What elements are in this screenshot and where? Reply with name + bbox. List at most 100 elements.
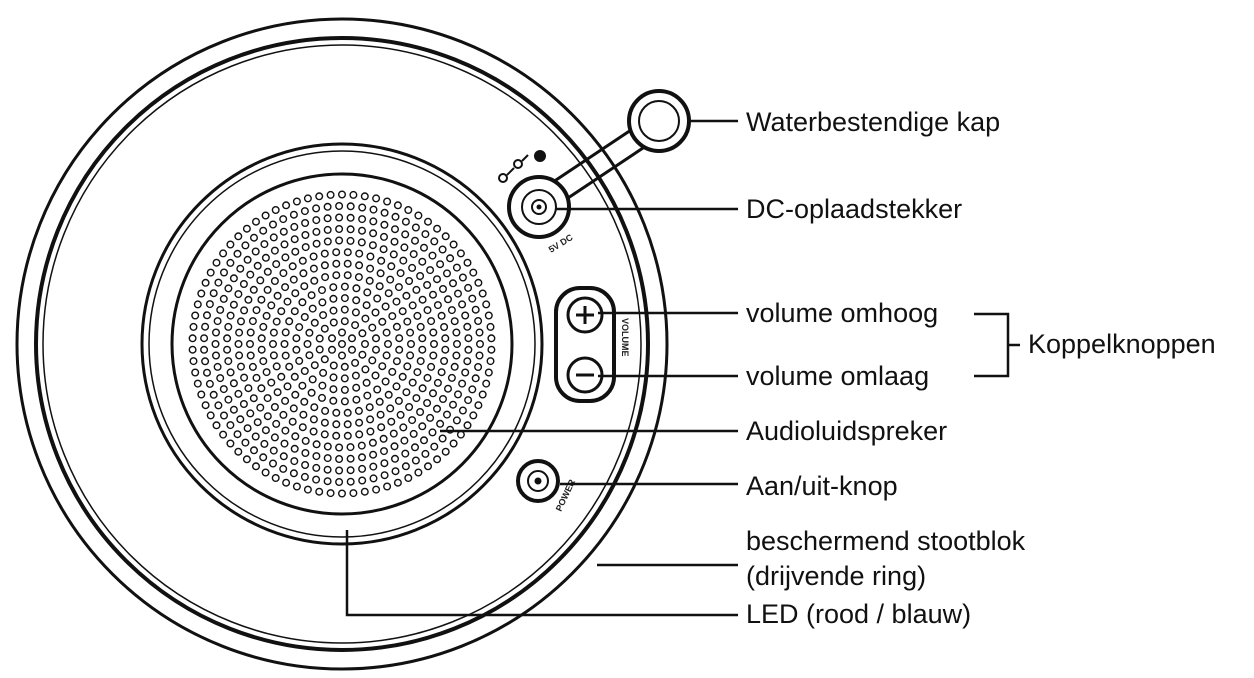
grill-hole <box>267 301 276 310</box>
grill-hole <box>482 300 491 309</box>
grill-hole <box>391 467 400 476</box>
grill-hole <box>329 396 338 405</box>
grill-hole <box>211 351 220 360</box>
grill-hole <box>443 269 452 278</box>
grill-hole <box>392 297 401 306</box>
grill-hole <box>430 442 439 451</box>
grill-dots <box>188 190 496 498</box>
grill-hole <box>328 334 337 343</box>
grill-hole <box>404 205 413 214</box>
grill-hole <box>298 256 307 265</box>
grill-hole <box>378 362 387 371</box>
label-waterproof-cap: Waterbestendige kap <box>746 107 1001 137</box>
grill-hole <box>406 328 415 337</box>
grill-hole <box>279 227 288 236</box>
grill-hole <box>329 294 338 303</box>
grill-hole <box>348 345 357 354</box>
grill-hole <box>346 213 355 222</box>
grill-hole <box>450 317 459 326</box>
grill-hole <box>360 487 369 496</box>
grill-hole <box>320 261 329 270</box>
grill-hole <box>243 424 252 433</box>
grill-hole <box>352 383 361 392</box>
grill-hole <box>318 286 327 295</box>
grill-hole <box>351 308 360 317</box>
grill-hole <box>309 252 318 261</box>
grill-hole <box>361 365 370 374</box>
grill-hole <box>279 464 288 473</box>
grill-hole <box>456 430 465 439</box>
grill-hole <box>289 210 298 219</box>
grill-hole <box>191 368 200 377</box>
grill-hole <box>271 474 280 483</box>
grill-hole <box>332 259 341 268</box>
grill-hole <box>246 409 255 418</box>
grill-hole <box>292 345 301 354</box>
grill-hole <box>402 291 411 300</box>
grill-hole <box>315 345 324 354</box>
grill-hole <box>267 378 276 387</box>
grill-hole <box>441 345 450 354</box>
grill-hole <box>246 270 255 279</box>
grill-hole <box>289 469 298 478</box>
grill-hole <box>290 222 299 231</box>
grill-hole <box>320 249 329 258</box>
grill-hole <box>303 340 312 349</box>
grill-hole <box>346 454 355 463</box>
grill-hole <box>229 405 238 414</box>
grill-hole <box>399 256 408 265</box>
grill-hole <box>388 312 397 321</box>
grill-hole <box>323 477 332 486</box>
grill-hole <box>343 431 352 440</box>
grill-hole <box>193 300 202 309</box>
grill-hole <box>269 233 278 242</box>
grill-hole <box>351 358 360 367</box>
grill-hole <box>249 446 258 455</box>
leader-lines <box>345 119 1020 617</box>
grill-hole <box>368 241 377 250</box>
grill-hole <box>261 253 270 262</box>
grill-hole <box>464 283 473 292</box>
grill-hole <box>338 328 347 337</box>
grill-hole <box>212 421 221 430</box>
grill-hole <box>307 388 316 397</box>
grill-hole <box>329 283 338 292</box>
grill-hole <box>219 268 228 277</box>
grill-hole <box>362 378 371 387</box>
grill-hole <box>205 300 214 309</box>
grill-hole <box>235 328 244 337</box>
grill-hole <box>248 362 257 371</box>
grill-hole <box>343 259 352 268</box>
grill-hole <box>226 240 235 249</box>
grill-hole <box>463 357 472 366</box>
grill-hole <box>399 423 408 432</box>
grill-hole <box>318 381 327 390</box>
grill-hole <box>260 439 269 448</box>
grill-hole <box>408 301 417 310</box>
grill-hole <box>346 466 355 475</box>
grill-hole <box>433 404 442 413</box>
grill-hole <box>444 295 453 304</box>
grill-hole <box>280 240 289 249</box>
grill-hole <box>290 444 299 453</box>
grill-hole <box>328 345 337 354</box>
grill-hole <box>309 427 318 436</box>
grill-hole <box>200 345 209 354</box>
grill-hole <box>446 254 455 263</box>
grill-hole <box>329 318 338 327</box>
grill-hole <box>375 282 384 291</box>
grill-hole <box>256 403 265 412</box>
grill-hole <box>377 256 386 265</box>
grill-hole <box>439 285 448 294</box>
grill-hole <box>433 275 442 284</box>
grill-hole <box>290 457 299 466</box>
grill-hole <box>416 408 425 417</box>
device-body <box>140 142 544 546</box>
grill-hole <box>379 434 388 443</box>
grill-hole <box>226 258 235 267</box>
grill-hole <box>414 468 423 477</box>
grill-hole <box>420 436 429 445</box>
grill-hole <box>340 305 349 314</box>
grill-hole <box>418 295 427 304</box>
grill-hole <box>390 237 399 246</box>
